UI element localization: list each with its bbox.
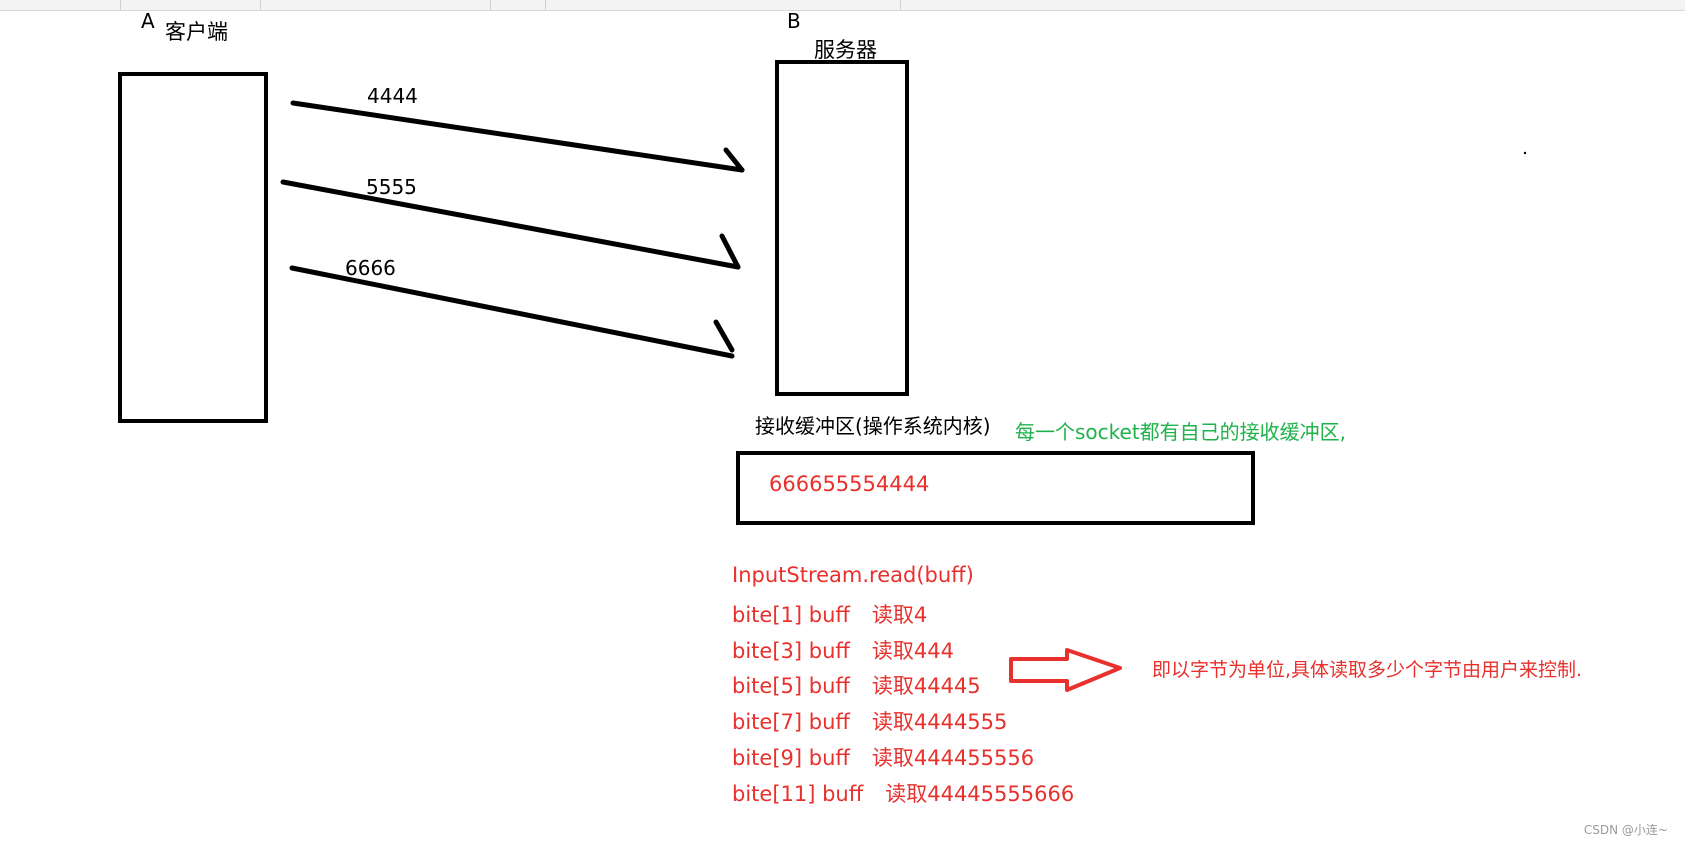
stray-dot (1523, 151, 1527, 155)
receive-buffer-box (736, 451, 1255, 525)
client-label: 客户端 (165, 20, 228, 44)
read-result: 读取4444555 (871, 710, 1008, 734)
read-call: bite[9] buff (732, 746, 850, 770)
read-line: bite[9] buff 读取444455556 (732, 742, 1034, 772)
read-call: bite[7] buff (732, 710, 850, 734)
read-call: bite[11] buff (732, 782, 864, 806)
server-label: 服务器 (814, 38, 877, 62)
read-result: 读取44445555666 (885, 782, 1075, 806)
top-toolbar-strip (0, 0, 1685, 11)
read-result: 读取4 (871, 603, 928, 627)
client-box (118, 72, 268, 423)
buffer-note: 每一个socket都有自己的接收缓冲区, (1015, 420, 1347, 444)
packet-arrow-4444 (290, 100, 745, 173)
packet-arrow-5555 (280, 179, 741, 270)
read-call: bite[5] buff (732, 674, 850, 698)
read-call: bite[1] buff (732, 603, 850, 627)
read-line: bite[11] buff 读取44445555666 (732, 778, 1074, 808)
red-hollow-arrow (1009, 648, 1122, 692)
server-letter: B (787, 9, 801, 33)
read-result: 读取444455556 (871, 746, 1035, 770)
read-result: 读取444 (871, 639, 954, 663)
buffer-contents: 666655554444 (769, 472, 930, 496)
read-header: InputStream.read(buff) (732, 563, 974, 587)
conclusion-text: 即以字节为单位,具体读取多少个字节由用户来控制. (1152, 659, 1583, 681)
read-line: bite[1] buff 读取4 (732, 599, 927, 629)
watermark: CSDN @小连~ (1583, 823, 1668, 837)
read-line: bite[3] buff 读取444 (732, 635, 954, 665)
server-box (775, 60, 909, 396)
read-line: bite[7] buff 读取4444555 (732, 706, 1007, 736)
packet-label-5555: 5555 (366, 175, 417, 199)
packet-label-6666: 6666 (345, 256, 396, 280)
packet-label-4444: 4444 (367, 84, 418, 108)
read-line: bite[5] buff 读取44445 (732, 670, 981, 700)
client-letter: A (141, 9, 155, 33)
buffer-title: 接收缓冲区(操作系统内核) (755, 414, 991, 438)
read-call: bite[3] buff (732, 639, 850, 663)
packet-arrow-6666 (289, 265, 735, 359)
read-result: 读取44445 (871, 674, 981, 698)
